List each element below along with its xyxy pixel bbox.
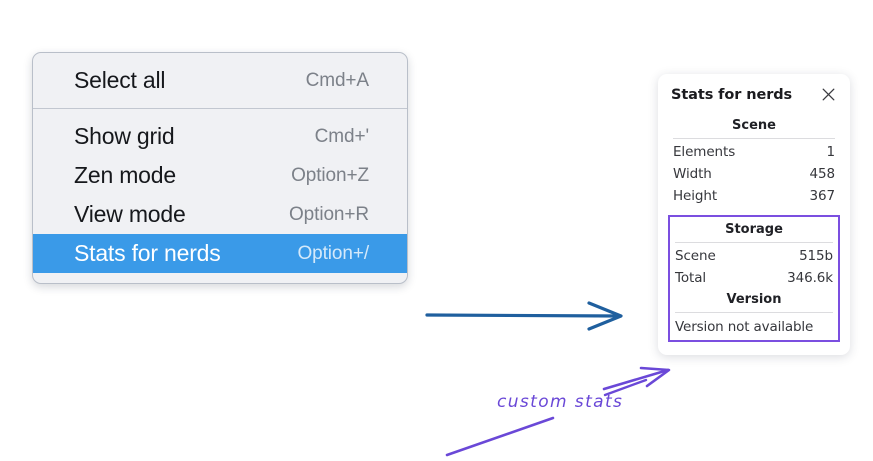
- menu-item-stats-for-nerds[interactable]: Stats for nerds Option+/: [33, 234, 407, 273]
- custom-stats-annotation-label: custom stats: [497, 392, 624, 412]
- stat-key: Height: [673, 188, 718, 204]
- stats-for-nerds-panel: Stats for nerds Scene Elements 1 Width 4…: [658, 74, 850, 355]
- scene-divider: [673, 138, 835, 139]
- menu-item-show-grid[interactable]: Show grid Cmd+': [33, 117, 407, 156]
- menu-item-label: Stats for nerds: [74, 240, 221, 266]
- version-section: Version Version not available: [673, 289, 835, 336]
- custom-stats-highlight-box: Storage Scene 515b Total 346.6k Version …: [668, 215, 840, 342]
- storage-divider: [675, 242, 833, 243]
- menu-item-label: Select all: [74, 67, 166, 93]
- menu-item-zen-mode[interactable]: Zen mode Option+Z: [33, 156, 407, 195]
- menu-item-label: View mode: [74, 201, 186, 227]
- stat-row-storage-scene: Scene 515b: [673, 245, 835, 267]
- stat-key: Elements: [673, 144, 736, 160]
- menu-item-label: Show grid: [74, 123, 175, 149]
- stat-value: 367: [809, 188, 836, 204]
- storage-heading: Storage: [725, 222, 783, 237]
- blue-arrow-annotation: [425, 301, 623, 331]
- stat-value: 458: [809, 166, 836, 182]
- stat-value: 1: [826, 144, 836, 160]
- close-icon[interactable]: [820, 86, 837, 103]
- stats-panel-header: Stats for nerds: [671, 86, 837, 103]
- menu-item-select-all[interactable]: Select all Cmd+A: [33, 61, 407, 100]
- menu-item-shortcut: Cmd+': [314, 125, 369, 147]
- menu-item-view-mode[interactable]: View mode Option+R: [33, 195, 407, 234]
- stats-panel-title: Stats for nerds: [671, 86, 793, 103]
- menu-item-label: Zen mode: [74, 162, 176, 188]
- context-menu[interactable]: Select all Cmd+A Show grid Cmd+' Zen mod…: [32, 52, 408, 284]
- stat-row-height: Height 367: [671, 185, 837, 207]
- stat-value: 515b: [799, 248, 833, 264]
- scene-heading: Scene: [732, 118, 776, 133]
- menu-item-shortcut: Option+/: [297, 242, 369, 264]
- menu-group-1: Select all Cmd+A: [33, 53, 407, 108]
- stat-row-elements: Elements 1: [671, 141, 837, 163]
- storage-section: Storage Scene 515b Total 346.6k: [673, 219, 835, 289]
- stat-row-storage-total: Total 346.6k: [673, 267, 835, 289]
- menu-item-shortcut: Option+Z: [291, 164, 369, 186]
- stat-value: 346.6k: [787, 270, 833, 286]
- stat-key: Total: [675, 270, 707, 286]
- scene-section: Scene Elements 1 Width 458 Height 367: [671, 115, 837, 207]
- version-text: Version not available: [675, 319, 814, 335]
- menu-item-shortcut: Option+R: [289, 203, 369, 225]
- stat-row-width: Width 458: [671, 163, 837, 185]
- stat-key: Scene: [675, 248, 716, 264]
- stat-key: Width: [673, 166, 712, 182]
- purple-underline-annotation: [445, 416, 555, 457]
- version-heading: Version: [726, 292, 782, 307]
- menu-group-2: Show grid Cmd+' Zen mode Option+Z View m…: [33, 108, 407, 283]
- purple-arrow-annotation: [602, 366, 671, 391]
- version-divider: [675, 312, 833, 313]
- menu-item-shortcut: Cmd+A: [305, 69, 369, 91]
